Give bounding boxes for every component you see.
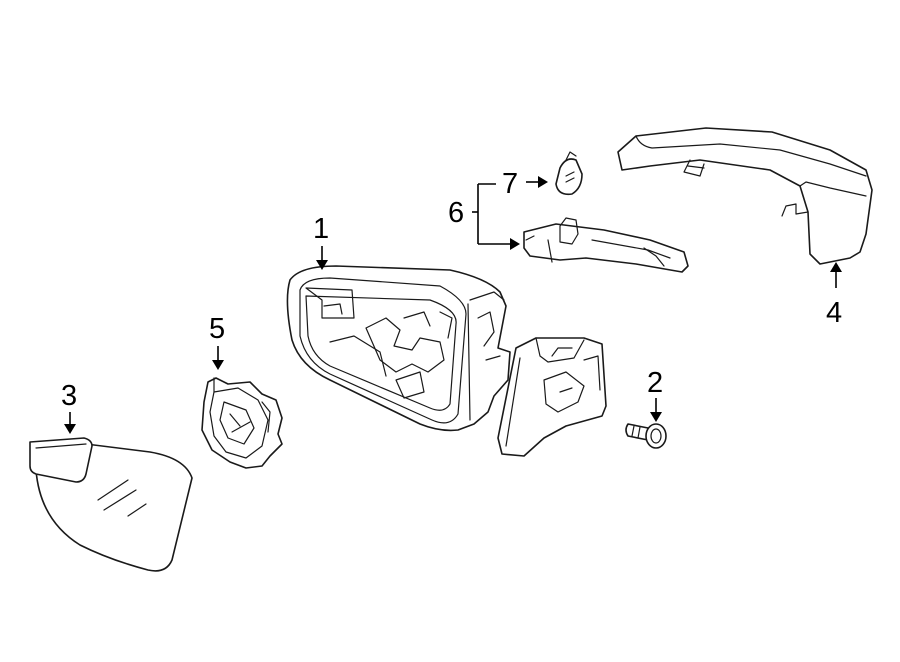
callout-6: 6 <box>448 197 464 229</box>
part-1-mirror-housing <box>286 265 511 432</box>
callout-7: 7 <box>502 168 518 200</box>
part-3-mirror-glass <box>29 437 193 572</box>
part-5-actuator <box>201 377 283 469</box>
part-6-signal-lamp <box>523 217 689 273</box>
callout-2: 2 <box>647 367 663 399</box>
callout-5: 5 <box>209 313 225 345</box>
callout-1: 1 <box>313 213 329 245</box>
part-1-mount-bracket <box>497 337 607 457</box>
part-2-screw <box>625 423 667 449</box>
part-7-bulb <box>555 151 583 196</box>
callout-4: 4 <box>826 297 842 329</box>
callout-3: 3 <box>61 380 77 412</box>
callout-leaders <box>64 176 842 434</box>
part-4-mirror-cover <box>617 127 873 265</box>
